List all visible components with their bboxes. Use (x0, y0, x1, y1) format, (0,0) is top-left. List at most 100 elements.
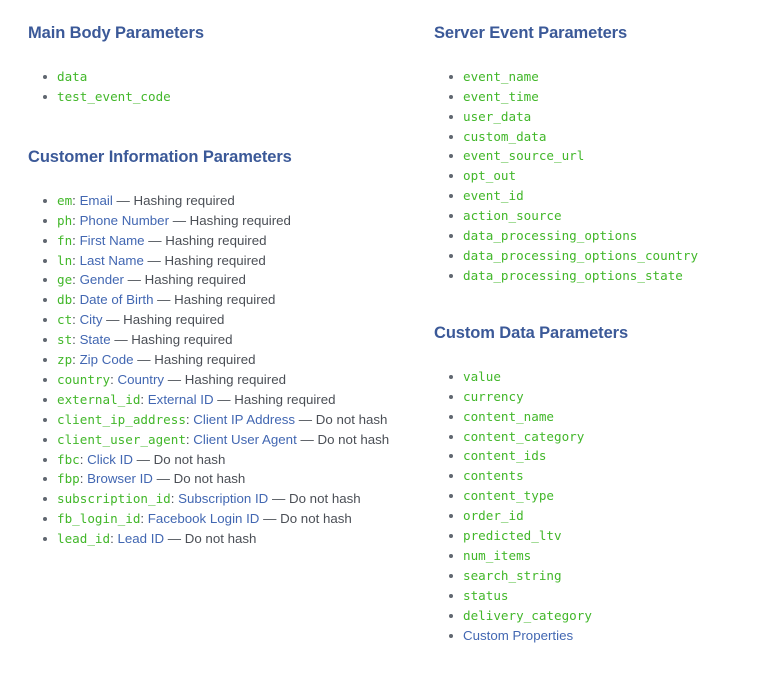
param-code[interactable]: value (463, 368, 501, 384)
param-code[interactable]: fbp (57, 471, 80, 487)
param-code[interactable]: data (57, 68, 88, 84)
param-link[interactable]: Email (79, 192, 113, 208)
param-code[interactable]: lead_id (57, 531, 111, 547)
param-code[interactable]: user_data (463, 108, 532, 124)
section-customer-information-parameters: Customer Information Parameters em: Emai… (28, 148, 428, 549)
param-code[interactable]: external_id (57, 391, 141, 407)
spacer (434, 344, 763, 367)
param-code[interactable]: ln (57, 252, 73, 268)
param-link[interactable]: Custom Properties (463, 627, 574, 643)
param-code[interactable]: db (57, 292, 73, 308)
param-link[interactable]: Client IP Address (193, 411, 296, 427)
param-link[interactable]: Browser ID (87, 471, 153, 487)
param-description: — Do not hash (259, 511, 352, 527)
param-code[interactable]: data_processing_options (463, 228, 638, 244)
param-description: — Hashing required (143, 252, 266, 268)
param-code[interactable]: contents (463, 468, 524, 484)
param-description: — Do not hash (152, 471, 246, 487)
param-list-item: user_data (434, 107, 763, 126)
param-code[interactable]: zp (57, 352, 73, 368)
param-code[interactable]: search_string (463, 567, 562, 583)
param-list-item: data_processing_options (434, 226, 763, 245)
param-separator: : (185, 431, 194, 447)
param-list-item: ct: City — Hashing required (28, 310, 428, 329)
param-link[interactable]: Date of Birth (79, 292, 154, 308)
param-code[interactable]: predicted_ltv (463, 528, 562, 544)
spacer (28, 168, 428, 191)
param-link[interactable]: Last Name (79, 252, 144, 268)
param-code[interactable]: order_id (463, 508, 524, 524)
param-list-item: event_name (434, 67, 763, 86)
param-list-item: opt_out (434, 166, 763, 185)
param-list-item: fbp: Browser ID — Do not hash (28, 469, 428, 488)
param-code[interactable]: action_source (463, 208, 562, 224)
param-code[interactable]: em (57, 192, 73, 208)
param-code[interactable]: data_processing_options_country (463, 247, 699, 263)
param-code[interactable]: fb_login_id (57, 511, 141, 527)
param-list-item: currency (434, 387, 763, 406)
param-code[interactable]: opt_out (463, 168, 517, 184)
param-code[interactable]: client_user_agent (57, 431, 186, 447)
param-code[interactable]: delivery_category (463, 607, 592, 623)
param-list-item: fb_login_id: Facebook Login ID — Do not … (28, 509, 428, 528)
param-code[interactable]: content_category (463, 428, 585, 444)
param-code[interactable]: event_time (463, 88, 539, 104)
param-link[interactable]: First Name (79, 232, 145, 248)
param-code[interactable]: st (57, 332, 73, 348)
param-code[interactable]: country (57, 371, 111, 387)
param-description: — Hashing required (164, 371, 286, 387)
section-title-customer-information-parameters: Customer Information Parameters (28, 148, 292, 166)
param-description: — Hashing required (144, 232, 267, 248)
spacer (28, 44, 428, 67)
param-description: — Hashing required (213, 391, 336, 407)
param-description: — Do not hash (268, 491, 361, 507)
param-description: — Do not hash (164, 531, 257, 547)
param-link[interactable]: Phone Number (79, 212, 169, 228)
param-list-main-body: data test_event_code (28, 67, 428, 106)
param-code[interactable]: content_name (463, 408, 554, 424)
param-link[interactable]: Lead ID (117, 531, 165, 547)
param-list-item: fbc: Click ID — Do not hash (28, 450, 428, 469)
param-code[interactable]: content_ids (463, 448, 547, 464)
param-separator: : (72, 212, 80, 228)
param-link[interactable]: Gender (79, 272, 124, 288)
param-link[interactable]: State (79, 332, 111, 348)
param-list-item: delivery_category (434, 606, 763, 625)
param-code[interactable]: fn (57, 232, 73, 248)
param-code[interactable]: ge (57, 272, 73, 288)
param-link[interactable]: Click ID (87, 451, 133, 467)
param-list-item: em: Email — Hashing required (28, 191, 428, 210)
param-code[interactable]: event_id (463, 188, 524, 204)
param-code[interactable]: num_items (463, 547, 532, 563)
param-list-item: data_processing_options_state (434, 266, 763, 285)
param-link[interactable]: Client User Agent (193, 431, 297, 447)
param-link[interactable]: External ID (147, 391, 214, 407)
param-code[interactable]: event_source_url (463, 148, 585, 164)
param-code[interactable]: status (463, 587, 509, 603)
param-link[interactable]: Subscription ID (178, 491, 269, 507)
param-link[interactable]: Facebook Login ID (147, 511, 260, 527)
param-code[interactable]: data_processing_options_state (463, 267, 683, 283)
spacer (434, 44, 763, 67)
param-list-item: ln: Last Name — Hashing required (28, 251, 428, 270)
param-link[interactable]: Country (117, 371, 165, 387)
param-description: — Hashing required (153, 292, 276, 308)
param-code[interactable]: custom_data (463, 128, 547, 144)
param-code[interactable]: test_event_code (57, 88, 171, 104)
param-code[interactable]: ph (57, 212, 73, 228)
param-code[interactable]: content_type (463, 488, 554, 504)
param-code[interactable]: client_ip_address (57, 411, 186, 427)
param-list-item: data_processing_options_country (434, 246, 763, 265)
param-link[interactable]: Zip Code (79, 352, 134, 368)
param-separator: : (170, 491, 179, 507)
param-code[interactable]: event_name (463, 68, 539, 84)
param-separator: : (72, 252, 80, 268)
param-code[interactable]: ct (57, 312, 73, 328)
param-description: — Hashing required (169, 212, 291, 228)
param-list-item: country: Country — Hashing required (28, 370, 428, 389)
param-separator: : (79, 471, 88, 487)
param-link[interactable]: City (79, 312, 103, 328)
param-code[interactable]: currency (463, 388, 524, 404)
param-code[interactable]: fbc (57, 451, 80, 467)
param-code[interactable]: subscription_id (57, 491, 171, 507)
